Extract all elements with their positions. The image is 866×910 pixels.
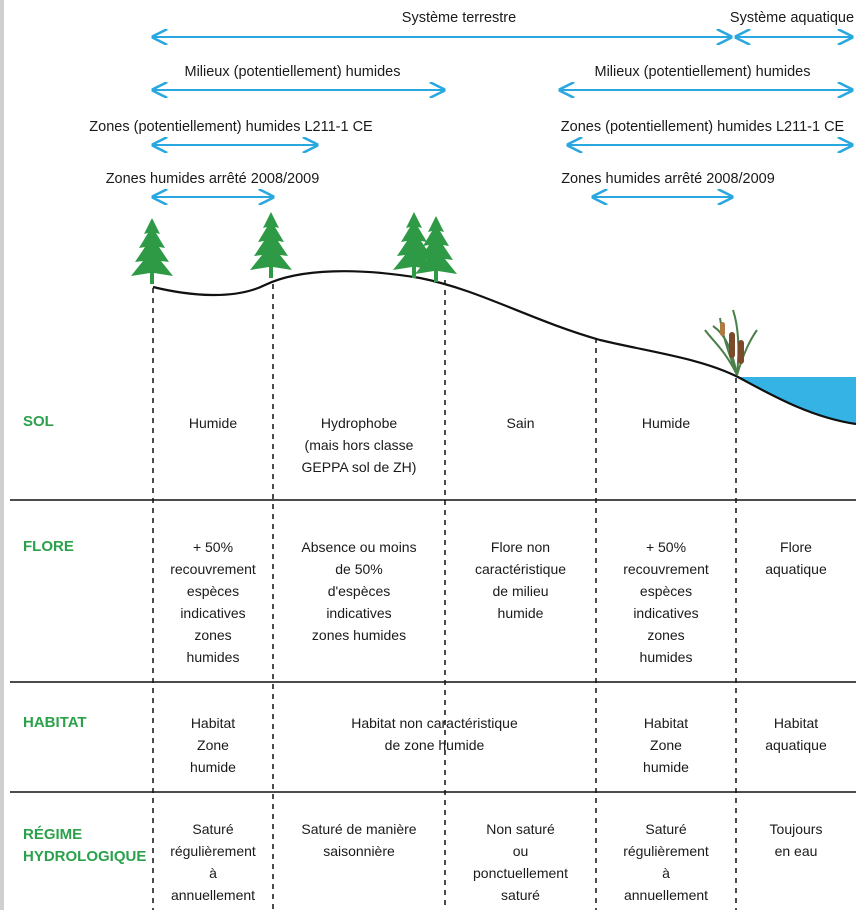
label-arrete-right: Zones humides arrêté 2008/2009 bbox=[561, 171, 775, 187]
water-body bbox=[738, 377, 856, 424]
cell-regime-1: Saturé régulièrement à annuellement bbox=[170, 821, 256, 903]
cell-habitat-4: Habitat aquatique bbox=[765, 715, 827, 753]
cell-regime-2: Saturé de manière saisonnière bbox=[301, 821, 417, 859]
label-zones-right: Zones (potentiellement) humides L211-1 C… bbox=[560, 119, 845, 135]
tree-icon bbox=[250, 212, 292, 278]
cell-flore-5: Flore aquatique bbox=[765, 539, 827, 577]
reeds-icon bbox=[704, 309, 758, 376]
column-separators bbox=[152, 280, 737, 910]
cell-sol-2: Hydrophobe (mais hors classe GEPPA sol d… bbox=[301, 415, 417, 475]
cell-sol-3: Sain bbox=[506, 415, 535, 431]
cell-habitat-1: Habitat Zone humide bbox=[190, 715, 236, 775]
cell-flore-2: Absence ou moins de 50% d'espèces indica… bbox=[301, 539, 417, 643]
label-arrete-left: Zones humides arrêté 2008/2009 bbox=[105, 171, 320, 187]
row-label-sol: SOL bbox=[23, 413, 54, 430]
label-systeme-aquatique: Système aquatique bbox=[729, 10, 855, 26]
tree-icon bbox=[131, 218, 173, 284]
terrain-line bbox=[152, 270, 857, 426]
row-label-habitat: HABITAT bbox=[23, 714, 87, 731]
cell-flore-4: + 50% recouvrement espèces indicatives z… bbox=[623, 539, 709, 665]
label-milieux-right: Milieux (potentiellement) humides bbox=[594, 64, 811, 80]
left-border-bar bbox=[0, 0, 4, 910]
cell-regime-4: Saturé régulièrement à annuellement bbox=[623, 821, 709, 903]
cell-flore-3: Flore non caractéristique de milieu humi… bbox=[474, 539, 567, 621]
cell-flore-1: + 50% recouvrement espèces indicatives z… bbox=[170, 539, 256, 665]
cell-sol-1: Humide bbox=[188, 415, 238, 431]
row-dividers bbox=[10, 499, 856, 793]
label-systeme-terrestre: Système terrestre bbox=[401, 10, 517, 26]
label-milieux-left: Milieux (potentiellement) humides bbox=[184, 64, 401, 80]
row-label-regime: RÉGIME HYDROLOGIQUE bbox=[23, 826, 147, 865]
row-label-flore: FLORE bbox=[23, 538, 74, 555]
cell-sol-4: Humide bbox=[641, 415, 691, 431]
cell-habitat-3: Habitat Zone humide bbox=[643, 715, 689, 775]
cell-habitat-2: Habitat non caractéristique de zone humi… bbox=[351, 715, 518, 753]
cell-regime-3: Non saturé ou ponctuellement saturé bbox=[473, 821, 568, 903]
cell-regime-5: Toujours en eau bbox=[769, 821, 823, 859]
label-zones-left: Zones (potentiellement) humides L211-1 C… bbox=[89, 119, 373, 135]
